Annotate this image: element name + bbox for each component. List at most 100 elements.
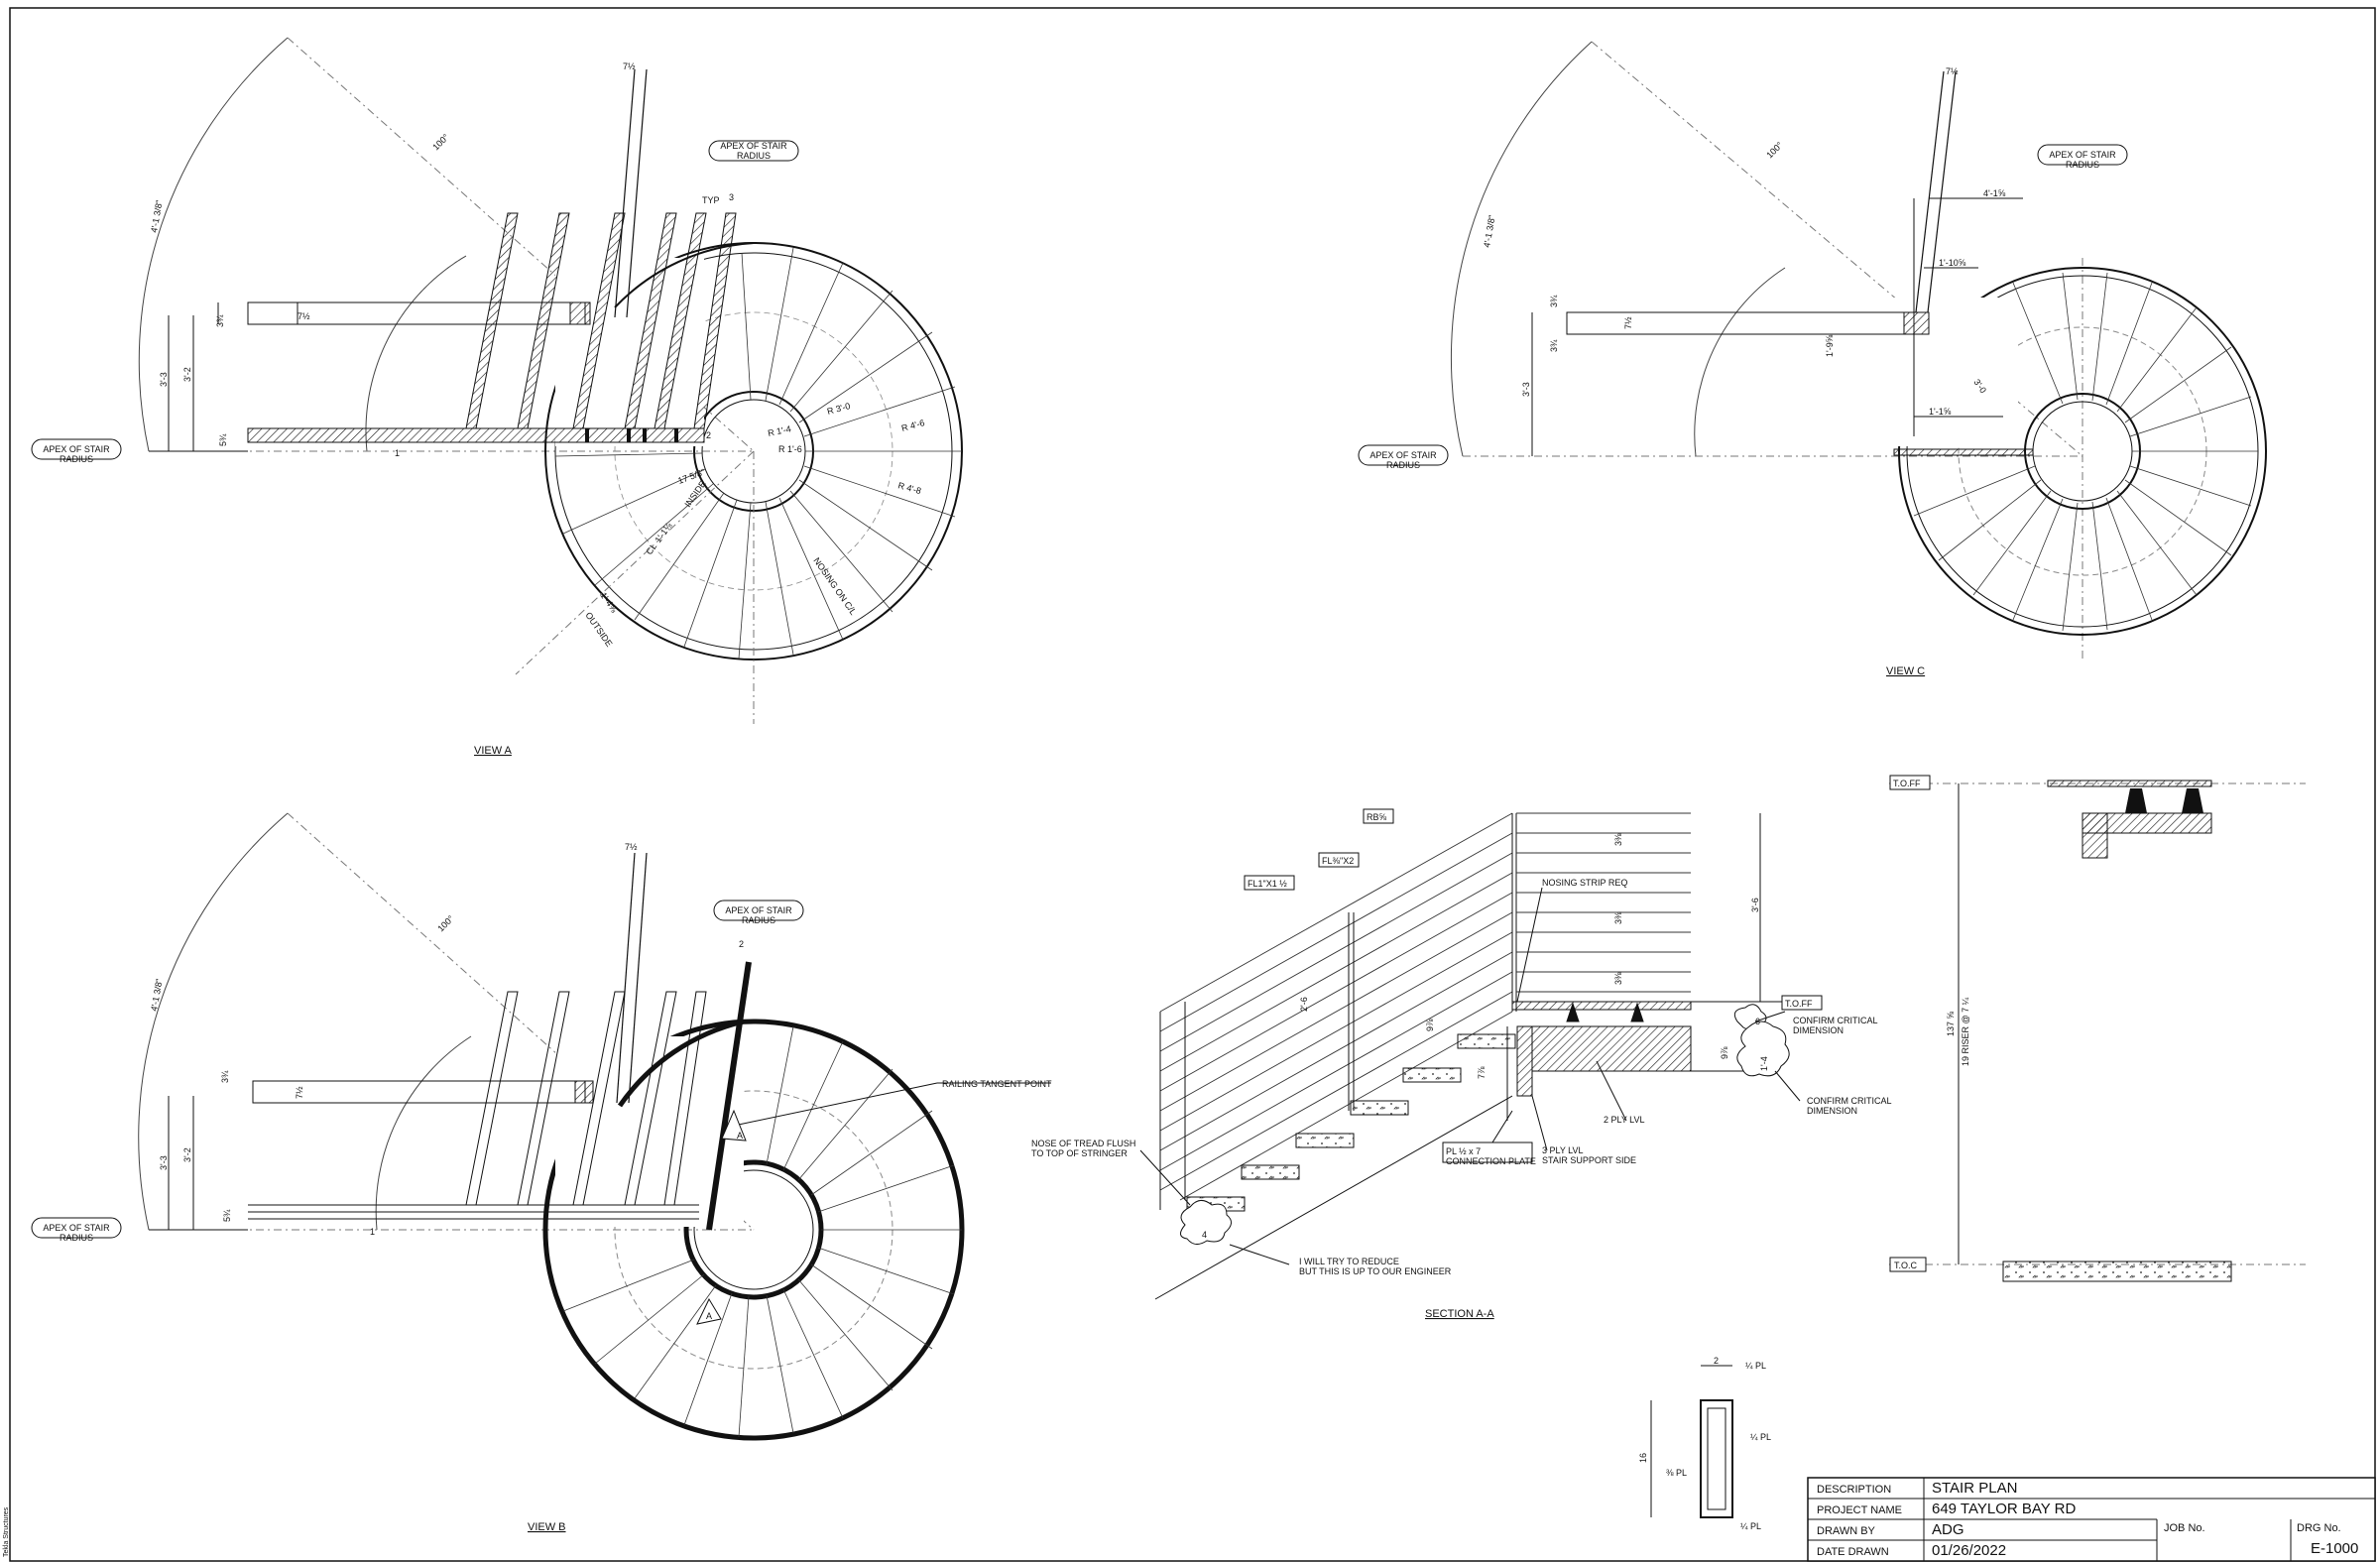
tb-drg-label: DRG No. — [2297, 1522, 2341, 1534]
tb-drg-value: E-1000 — [2311, 1540, 2358, 1557]
view-b-title: VIEW B — [528, 1521, 566, 1533]
section-d910: 9⅞ — [1720, 1046, 1729, 1059]
view-c-h4: 3'-3 — [1521, 382, 1531, 397]
tb-drawn-label: DRAWN BY — [1817, 1525, 1876, 1537]
channel-pl4: ¼ PL — [1740, 1521, 1761, 1531]
view-a-h1: 7½ — [298, 311, 310, 321]
view-b-h4: 3'-2 — [182, 1147, 192, 1162]
view-c-title: VIEW C — [1886, 665, 1925, 677]
view-c-h2: 7½ — [1623, 316, 1633, 329]
view-b-section-mark-2: A — [706, 1311, 712, 1321]
view-a: 4'-1 3/8" 100° 7½ TYP 3 7½ 3¾ 3'-3 3'-2 … — [31, 37, 963, 757]
view-b-railing-label: RAILING TANGENT POINT — [942, 1079, 1052, 1089]
tb-date-label: DATE DRAWN — [1817, 1546, 1889, 1558]
tb-date-value: 01/26/2022 — [1932, 1542, 2006, 1559]
view-b-section-mark-1: A — [737, 1131, 743, 1141]
elevation-height: 137 ⅝ — [1946, 1011, 1956, 1036]
view-b-h1: 3¾ — [220, 1070, 230, 1083]
section-two-ply: 2 PLY LVL — [1604, 1115, 1645, 1125]
section-toff: T.O.FF — [1785, 999, 1813, 1009]
tb-drawn-value: ADG — [1932, 1521, 1964, 1538]
tb-project-value: 649 TAYLOR BAY RD — [1932, 1501, 2077, 1517]
view-a-two: 2 — [706, 430, 711, 440]
view-a-angle: 100° — [430, 132, 451, 153]
section-d94: 9⅞ — [1425, 1019, 1435, 1031]
section-rb: RB⅝ — [1367, 812, 1387, 822]
watermark: Tekla Structures — [3, 1506, 10, 1557]
view-a-r5: R 4'-8 — [896, 480, 922, 496]
view-b-one: 1 — [370, 1227, 375, 1237]
section-title: SECTION A-A — [1425, 1308, 1494, 1320]
view-a-arc-dim: 4'-1 3/8" — [149, 199, 165, 233]
view-c-d3: 1'-9⅝ — [1825, 334, 1835, 357]
view-a-cl: CL — [644, 541, 658, 556]
view-a-h3: 3'-3 — [159, 372, 169, 387]
channel-height: 16 — [1638, 1453, 1648, 1463]
title-block: DESCRIPTION STAIR PLAN PROJECT NAME 649 … — [1807, 1477, 2376, 1562]
channel-detail: 2 ¼ PL ¼ PL ⅜ PL ¼ PL 16 — [1638, 1356, 1771, 1531]
view-a-typ: TYP — [702, 195, 720, 205]
section-d36: 3'-6 — [1750, 898, 1760, 912]
view-a-title: VIEW A — [474, 745, 513, 757]
elevation-risers: 19 RISER @ 7 ¼ — [1961, 997, 1970, 1066]
section-d38b: 3⅜ — [1613, 911, 1623, 924]
view-b-h3: 3'-3 — [159, 1155, 169, 1170]
tb-job-label: JOB No. — [2164, 1522, 2205, 1534]
view-a-r4: R 4'-6 — [900, 418, 926, 433]
section-d26: 2'-6 — [1299, 997, 1309, 1012]
tb-description-label: DESCRIPTION — [1817, 1484, 1891, 1496]
view-c-angle: 100° — [1764, 140, 1785, 161]
view-a-nosing: NOSING ON C/L — [811, 555, 858, 616]
section-cloud-1: 6 — [1755, 1017, 1760, 1026]
section-cloud-2: 1'-4 — [1759, 1056, 1769, 1071]
view-a-top-dim: 7½ — [623, 61, 636, 71]
elevation-toc: T.O.C — [1894, 1261, 1918, 1270]
channel-pl1: ¼ PL — [1745, 1361, 1766, 1371]
tb-description-value: STAIR PLAN — [1932, 1480, 2017, 1497]
view-a-h4: 3'-2 — [182, 367, 192, 382]
view-c-top: 7½ — [1946, 66, 1959, 76]
section-d38c: 3⅜ — [1613, 972, 1623, 985]
view-b-h5: 5¾ — [222, 1209, 232, 1222]
section-a-a: 4 6 1'-4 RB⅝ FL⅜"X2 FL1"X1 ½ NOSING STRI… — [1031, 808, 1892, 1320]
view-b: A A 4'-1 3/8" 100° 7½ 3¾ 7½ 3'-3 3'-2 5¾… — [31, 812, 1052, 1533]
view-a-outside: OUTSIDE — [583, 610, 614, 649]
view-c: 4'-1 3/8" 100° 7½ 4'-1⅝ 1'-10⅝ 1'-9⅝ 3'-… — [1358, 41, 2267, 677]
view-a-h2: 3¾ — [215, 314, 225, 327]
tb-project-label: PROJECT NAME — [1817, 1504, 1902, 1516]
view-c-d5: 1'-1⅝ — [1929, 407, 1952, 417]
channel-pl2: ¼ PL — [1750, 1432, 1771, 1442]
view-c-h1: 3¾ — [1549, 295, 1559, 307]
view-c-h3: 3¾ — [1549, 339, 1559, 352]
channel-top: 2 — [1714, 1356, 1719, 1366]
section-fl2: FL1"X1 ½ — [1248, 879, 1287, 889]
view-a-h5: 5¾ — [218, 433, 228, 446]
section-nosing-strip: NOSING STRIP REQ — [1542, 878, 1627, 888]
view-a-typ-num: 3 — [729, 192, 734, 202]
elevation-detail: T.O.FF T.O.C 137 ⅝ 19 RISER @ 7 ¼ — [1889, 775, 2306, 1282]
view-b-angle: 100° — [435, 913, 456, 934]
view-a-r3: R 3'-0 — [826, 401, 852, 417]
view-a-one: 1 — [395, 448, 400, 458]
view-b-h2: 7½ — [295, 1086, 304, 1099]
view-c-arc-dim: 4'-1 3/8" — [1482, 214, 1497, 248]
section-d38a: 3⅜ — [1613, 833, 1623, 846]
elevation-toff: T.O.FF — [1893, 779, 1921, 788]
view-b-two: 2 — [739, 939, 744, 949]
sheet-border — [9, 7, 2376, 1562]
section-cloud-3: 4 — [1202, 1230, 1207, 1240]
section-fl1: FL⅜"X2 — [1322, 856, 1354, 866]
section-d710: 7⅞ — [1477, 1066, 1487, 1079]
